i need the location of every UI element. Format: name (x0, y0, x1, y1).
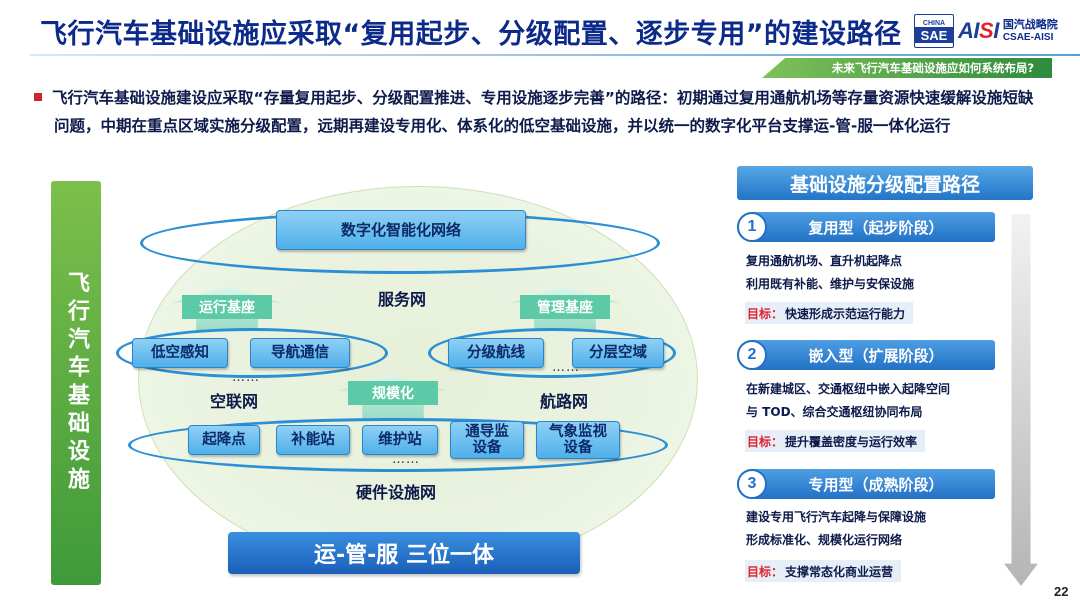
stage-2-header: 嵌入型（扩展阶段） (737, 340, 995, 370)
page-title: 飞行汽车基础设施应采取“复用起步、分级配置、逐步专用”的建设路径 (40, 19, 902, 50)
scale-label: 规模化 (348, 381, 438, 405)
stage-1-goal-text: 快速形成示范运行能力 (785, 306, 906, 321)
air-net-ring (116, 328, 388, 378)
route-item-airspace: 分层空域 (572, 338, 664, 368)
logo-group: CHINA SAE AISI 国汽战略院 CSAE-AISI (914, 14, 1058, 48)
stage-2-line-2: 与 TOD、综合交通枢纽协同布局 (746, 405, 923, 419)
management-base-label: 管理基座 (520, 295, 610, 319)
stage-2-goal-label: 目标： (747, 434, 784, 449)
header-divider (30, 54, 1080, 56)
trinity-bar: 运-管-服 三位一体 (228, 532, 580, 574)
air-item-low-altitude: 低空感知 (132, 338, 228, 368)
stage-3-goal-label: 目标： (747, 564, 784, 579)
stage-3-goal: 目标： 支撑常态化商业运营 (745, 560, 902, 582)
hw-item-cns-equipment: 通导监 设备 (450, 421, 524, 459)
logo-box-top-text: CHINA (915, 20, 953, 28)
stage-3-text: 建设专用飞行汽车起降与保障设施 形成标准化、规模化运行网络 (746, 506, 996, 552)
logo-box-bottom-text: SAE (915, 27, 953, 43)
digital-network-pill: 数字化智能化网络 (276, 210, 526, 250)
bullet-marker (34, 92, 42, 101)
stage-1-line-2: 利用既有补能、维护与安保设施 (746, 277, 915, 291)
route-net-ring (428, 328, 676, 378)
network-diagram: 数字化智能化网络 服务网 运行基座 管理基座 低空感知 导航通信 …… 空联网 … (110, 186, 700, 586)
page-number: 22 (1054, 584, 1069, 599)
hw-item-energy-station: 补能站 (276, 425, 350, 455)
stage-3-goal-text: 支撑常态化商业运营 (785, 564, 894, 579)
question-banner: 未来飞行汽车基础设施应如何系统布局? (762, 58, 1052, 78)
route-item-grade: 分级航线 (448, 338, 544, 368)
stage-3-line-1: 建设专用飞行汽车起降与保障设施 (746, 510, 927, 524)
stage-1-line-1: 复用通航机场、直升机起降点 (746, 254, 903, 268)
panel-title: 基础设施分级配置路径 (737, 166, 1033, 200)
service-net-label: 服务网 (378, 290, 427, 309)
stage-2-number: 2 (737, 340, 767, 370)
air-net-label: 空联网 (210, 392, 259, 411)
route-net-label: 航路网 (540, 392, 589, 411)
stage-1-header: 复用型（起步阶段） (737, 212, 995, 242)
stage-3-line-2: 形成标准化、规模化运行网络 (746, 533, 903, 547)
stage-1-goal: 目标： 快速形成示范运行能力 (745, 302, 914, 324)
air-dots: …… (232, 370, 260, 385)
logo-en-text: CSAE-AISI (1002, 32, 1054, 43)
china-sae-logo: CHINA SAE (914, 14, 954, 48)
intro-text: 飞行汽车基础设施建设应采取“存量复用起步、分级配置推进、专用设施逐步完善”的路径… (52, 89, 1034, 135)
hw-item-landing-point: 起降点 (188, 425, 260, 455)
aisi-logo: AISI (958, 18, 999, 43)
route-dots: …… (552, 360, 580, 375)
stage-1-goal-label: 目标： (747, 306, 784, 321)
hardware-net-ring (128, 418, 668, 472)
stage-2-line-1: 在新建城区、交通枢纽中嵌入起降空间 (746, 382, 951, 396)
hw-item-weather-equipment: 气象监视 设备 (536, 421, 620, 459)
stage-1-number: 1 (737, 212, 767, 242)
stage-2-text: 在新建城区、交通枢纽中嵌入起降空间 与 TOD、综合交通枢纽协同布局 (746, 378, 996, 424)
stage-3-header: 专用型（成熟阶段） (737, 469, 995, 499)
stage-2-goal-text: 提升覆盖密度与运行效率 (785, 434, 918, 449)
hw-dots: …… (392, 452, 420, 467)
air-item-nav-comm: 导航通信 (250, 338, 350, 368)
logo-text: 国汽战略院 CSAE-AISI (1003, 18, 1058, 44)
hw-item-maintenance-station: 维护站 (362, 425, 438, 455)
stage-2-goal: 目标： 提升覆盖密度与运行效率 (745, 430, 926, 452)
left-vertical-label: 飞行汽车基础设施 (51, 181, 101, 585)
progress-down-arrow (1004, 214, 1038, 586)
intro-paragraph: 飞行汽车基础设施建设应采取“存量复用起步、分级配置推进、专用设施逐步完善”的路径… (34, 84, 1044, 140)
hardware-net-label: 硬件设施网 (356, 483, 437, 502)
logo-cn-text: 国汽战略院 (1002, 18, 1058, 31)
stage-1-text: 复用通航机场、直升机起降点 利用既有补能、维护与安保设施 (746, 250, 996, 296)
stage-3-number: 3 (737, 469, 767, 499)
operation-base-label: 运行基座 (182, 295, 272, 319)
